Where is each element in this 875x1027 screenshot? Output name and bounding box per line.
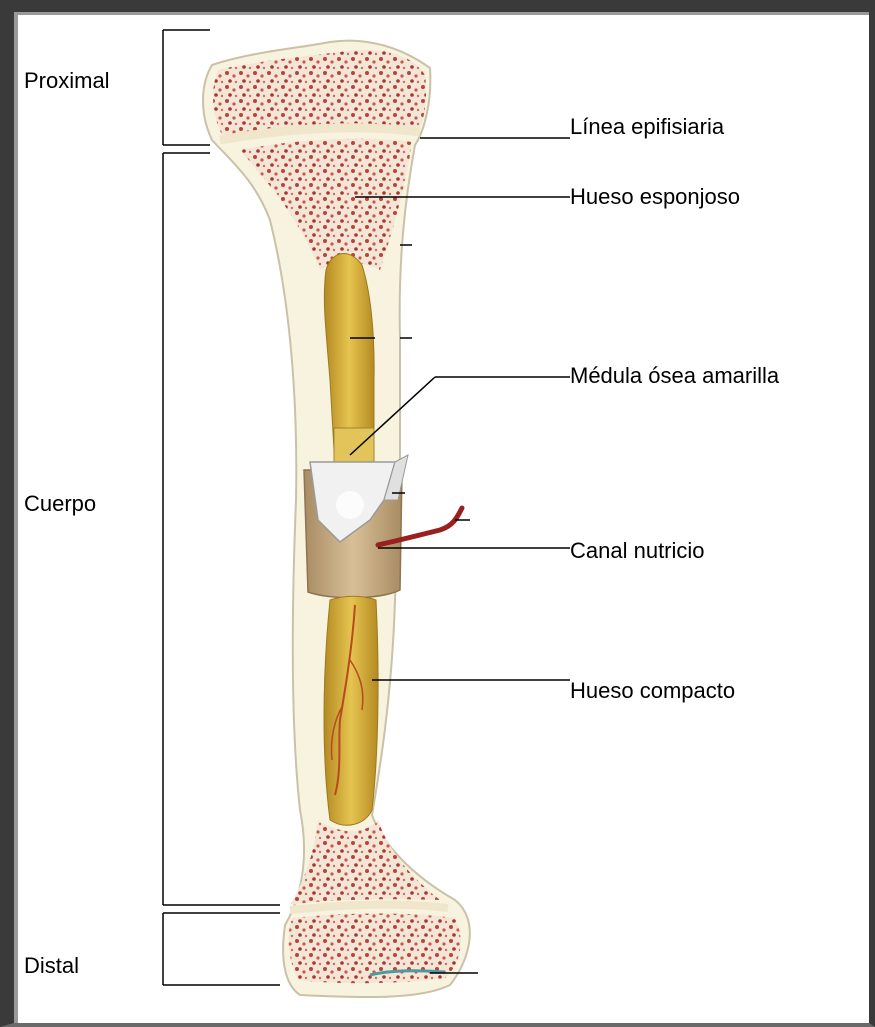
marrow-cut — [334, 428, 374, 464]
label-hueso-compacto: Hueso compacto — [570, 680, 735, 702]
label-distal: Distal — [24, 955, 79, 977]
bracket-proximal — [163, 30, 210, 145]
label-linea-epifisiaria: Línea epifisiaria — [570, 116, 724, 138]
label-cuerpo: Cuerpo — [24, 493, 96, 515]
label-medula-osea-amarilla: Médula ósea amarilla — [570, 365, 779, 387]
marrow-lower — [324, 596, 378, 825]
label-hueso-esponjoso: Hueso esponjoso — [570, 186, 740, 208]
label-canal-nutricio: Canal nutricio — [570, 540, 705, 562]
bracket-distal — [163, 913, 280, 985]
bracket-cuerpo — [163, 153, 280, 905]
label-proximal: Proximal — [24, 70, 110, 92]
